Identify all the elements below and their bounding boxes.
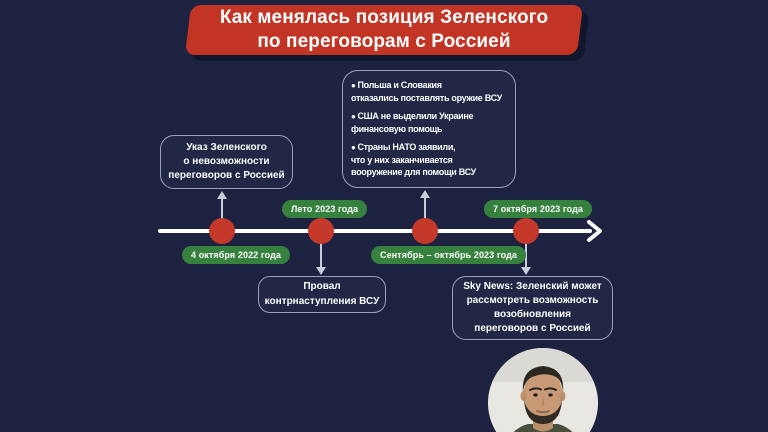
- reason-item: Страны НАТО заявили, что у них заканчива…: [351, 141, 476, 179]
- arrow-up-icon: [217, 191, 227, 199]
- date-pill: Лето 2023 года: [282, 200, 368, 218]
- reason-item: Польша и Словакия отказались поставлять …: [351, 79, 502, 104]
- connector-line: [320, 231, 322, 268]
- timeline-dot: [209, 218, 235, 244]
- timeline-axis: [158, 229, 592, 233]
- timeline-dot: [412, 218, 438, 244]
- page-title: Как менялась позиция Зеленского по перег…: [219, 6, 549, 52]
- arrow-down-icon: [521, 267, 531, 275]
- date-pill: 7 октября 2023 года: [484, 200, 593, 218]
- date-pill: 4 октября 2022 года: [182, 246, 291, 264]
- date-pill: Сентябрь – октябрь 2023 года: [371, 246, 526, 264]
- reason-item: США не выделили Украине финансовую помощ…: [351, 110, 474, 135]
- connector-line: [525, 231, 527, 268]
- timeline-dot: [308, 218, 334, 244]
- connector-line: [221, 198, 223, 231]
- arrow-up-icon: [420, 190, 430, 198]
- timeline-arrow-icon: [587, 220, 602, 242]
- timeline-dot: [513, 218, 539, 244]
- portrait-illustration: [488, 348, 598, 432]
- connector-line: [424, 197, 426, 231]
- zelensky-photo-avatar: [488, 348, 598, 432]
- title-banner: Как менялась позиция Зеленского по перег…: [184, 5, 584, 55]
- callout-sky-news: Sky News: Зеленский может рассмотреть во…: [452, 276, 613, 340]
- callout-decree: Указ Зеленского о невозможности перегово…: [160, 135, 293, 189]
- arrow-down-icon: [316, 267, 326, 275]
- callout-counteroffensive: Провал контрнаступления ВСУ: [258, 276, 386, 313]
- callout-reasons: Польша и Словакия отказались поставлять …: [342, 70, 516, 188]
